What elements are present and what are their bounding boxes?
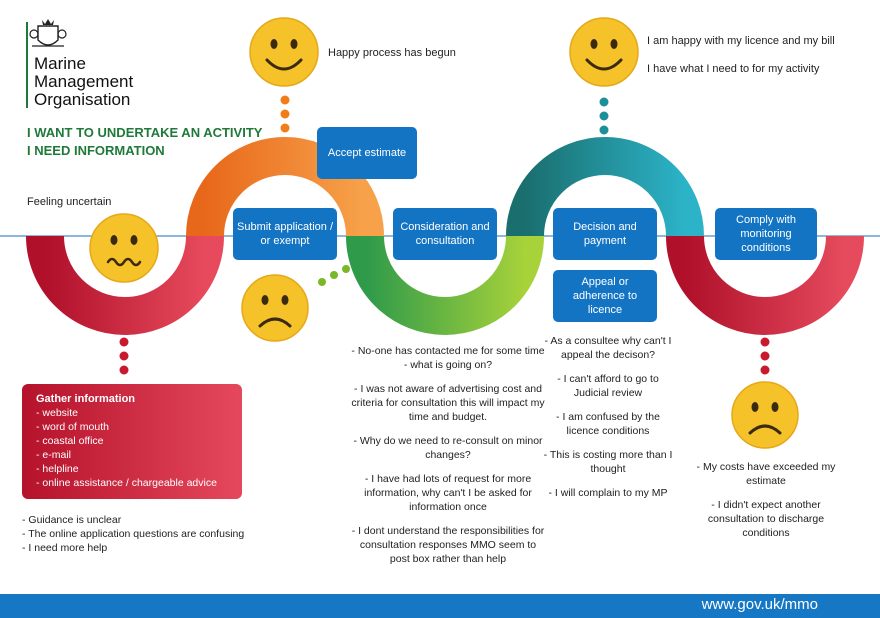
note-item: - I need more help [22,542,108,554]
sad-face-icon [241,274,309,342]
connector-dots-happy-licence [599,97,609,135]
list-item: - e-mail [36,449,72,461]
notes-consultation: - No-one has contacted me for some time … [350,344,546,576]
headline: I WANT TO UNDERTAKE AN ACTIVITY I NEED I… [27,124,262,160]
stage-submit-application: Submit application / or exempt [233,208,337,260]
notes-start: - Guidance is unclear - The online appli… [22,513,244,555]
wave-segment-teal [506,137,704,237]
note-item: - I have had lots of request for more in… [364,473,532,513]
connector-dots-start [119,337,129,375]
connector-dots-end [760,337,770,375]
list-item: - helpline [36,463,79,475]
wave-segment-red-end [666,235,864,335]
org-name-line: Management [34,72,134,91]
worried-face-icon [89,213,159,283]
happy-face-icon [569,17,639,87]
gather-information-panel: Gather information - website - word of m… [22,384,242,499]
note-item: - The online application questions are c… [22,528,245,540]
caption-activity-needs: I have what I need to for my activity [647,63,820,75]
gather-information-title: Gather information [36,393,136,405]
note-item: - I am confused by the licence condition… [556,411,660,437]
stage-decision-payment: Decision and payment [553,208,657,260]
note-item: - No-one has contacted me for some time … [351,345,545,371]
wave-segment-green [346,235,544,335]
org-name: Marine Management Organisation [34,55,133,109]
gather-information-list: - website - word of mouth - coastal offi… [36,406,228,490]
note-item: - I dont understand the responsibilities… [351,525,545,565]
footer-url-link[interactable]: www.gov.uk/mmo [701,596,818,613]
list-item: - coastal office [36,435,104,447]
note-item: - I didn't expect another consultation t… [707,499,825,539]
note-item: - Guidance is unclear [22,514,122,526]
caption-happy-licence: I am happy with my licence and my bill [647,35,835,47]
list-item: - word of mouth [36,421,109,433]
wave-segment-red [26,235,224,335]
royal-coat-of-arms-icon [29,19,67,47]
note-item: - This is costing more than I thought [543,449,673,475]
notes-decision: - As a consultee why can't I appeal the … [543,334,673,510]
org-name-line: Marine [34,54,86,73]
org-name-line: Organisation [34,90,131,109]
happy-face-icon [249,17,319,87]
wave-segment-orange [186,137,384,237]
note-item: - I was not aware of advertising cost an… [351,383,545,423]
caption-feeling-uncertain: Feeling uncertain [27,196,112,208]
list-item: - online assistance / chargeable advice [36,477,217,489]
notes-monitoring: - My costs have exceeded my estimate - I… [690,460,842,550]
stage-consideration: Consideration and consultation [393,208,497,260]
note-item: - Why do we need to re-consult on minor … [353,435,543,461]
stage-accept-estimate: Accept estimate [317,127,417,179]
caption-happy-process: Happy process has begun [328,47,456,59]
note-item: - I can't afford to go to Judicial revie… [557,373,659,399]
connector-dots-happy-start [280,95,290,133]
headline-line-2: I NEED INFORMATION [27,143,165,158]
stage-appeal: Appeal or adherence to licence [553,270,657,322]
stage-comply-monitoring: Comply with monitoring conditions [715,208,817,260]
note-item: - As a consultee why can't I appeal the … [544,335,672,361]
footer-bar: www.gov.uk/mmo [0,594,880,618]
connector-dots-sad-middle [318,265,350,286]
note-item: - My costs have exceeded my estimate [696,461,836,487]
note-item: - I will complain to my MP [548,487,668,499]
list-item: - website [36,407,79,419]
headline-line-1: I WANT TO UNDERTAKE AN ACTIVITY [27,125,263,140]
sad-face-icon [731,381,799,449]
